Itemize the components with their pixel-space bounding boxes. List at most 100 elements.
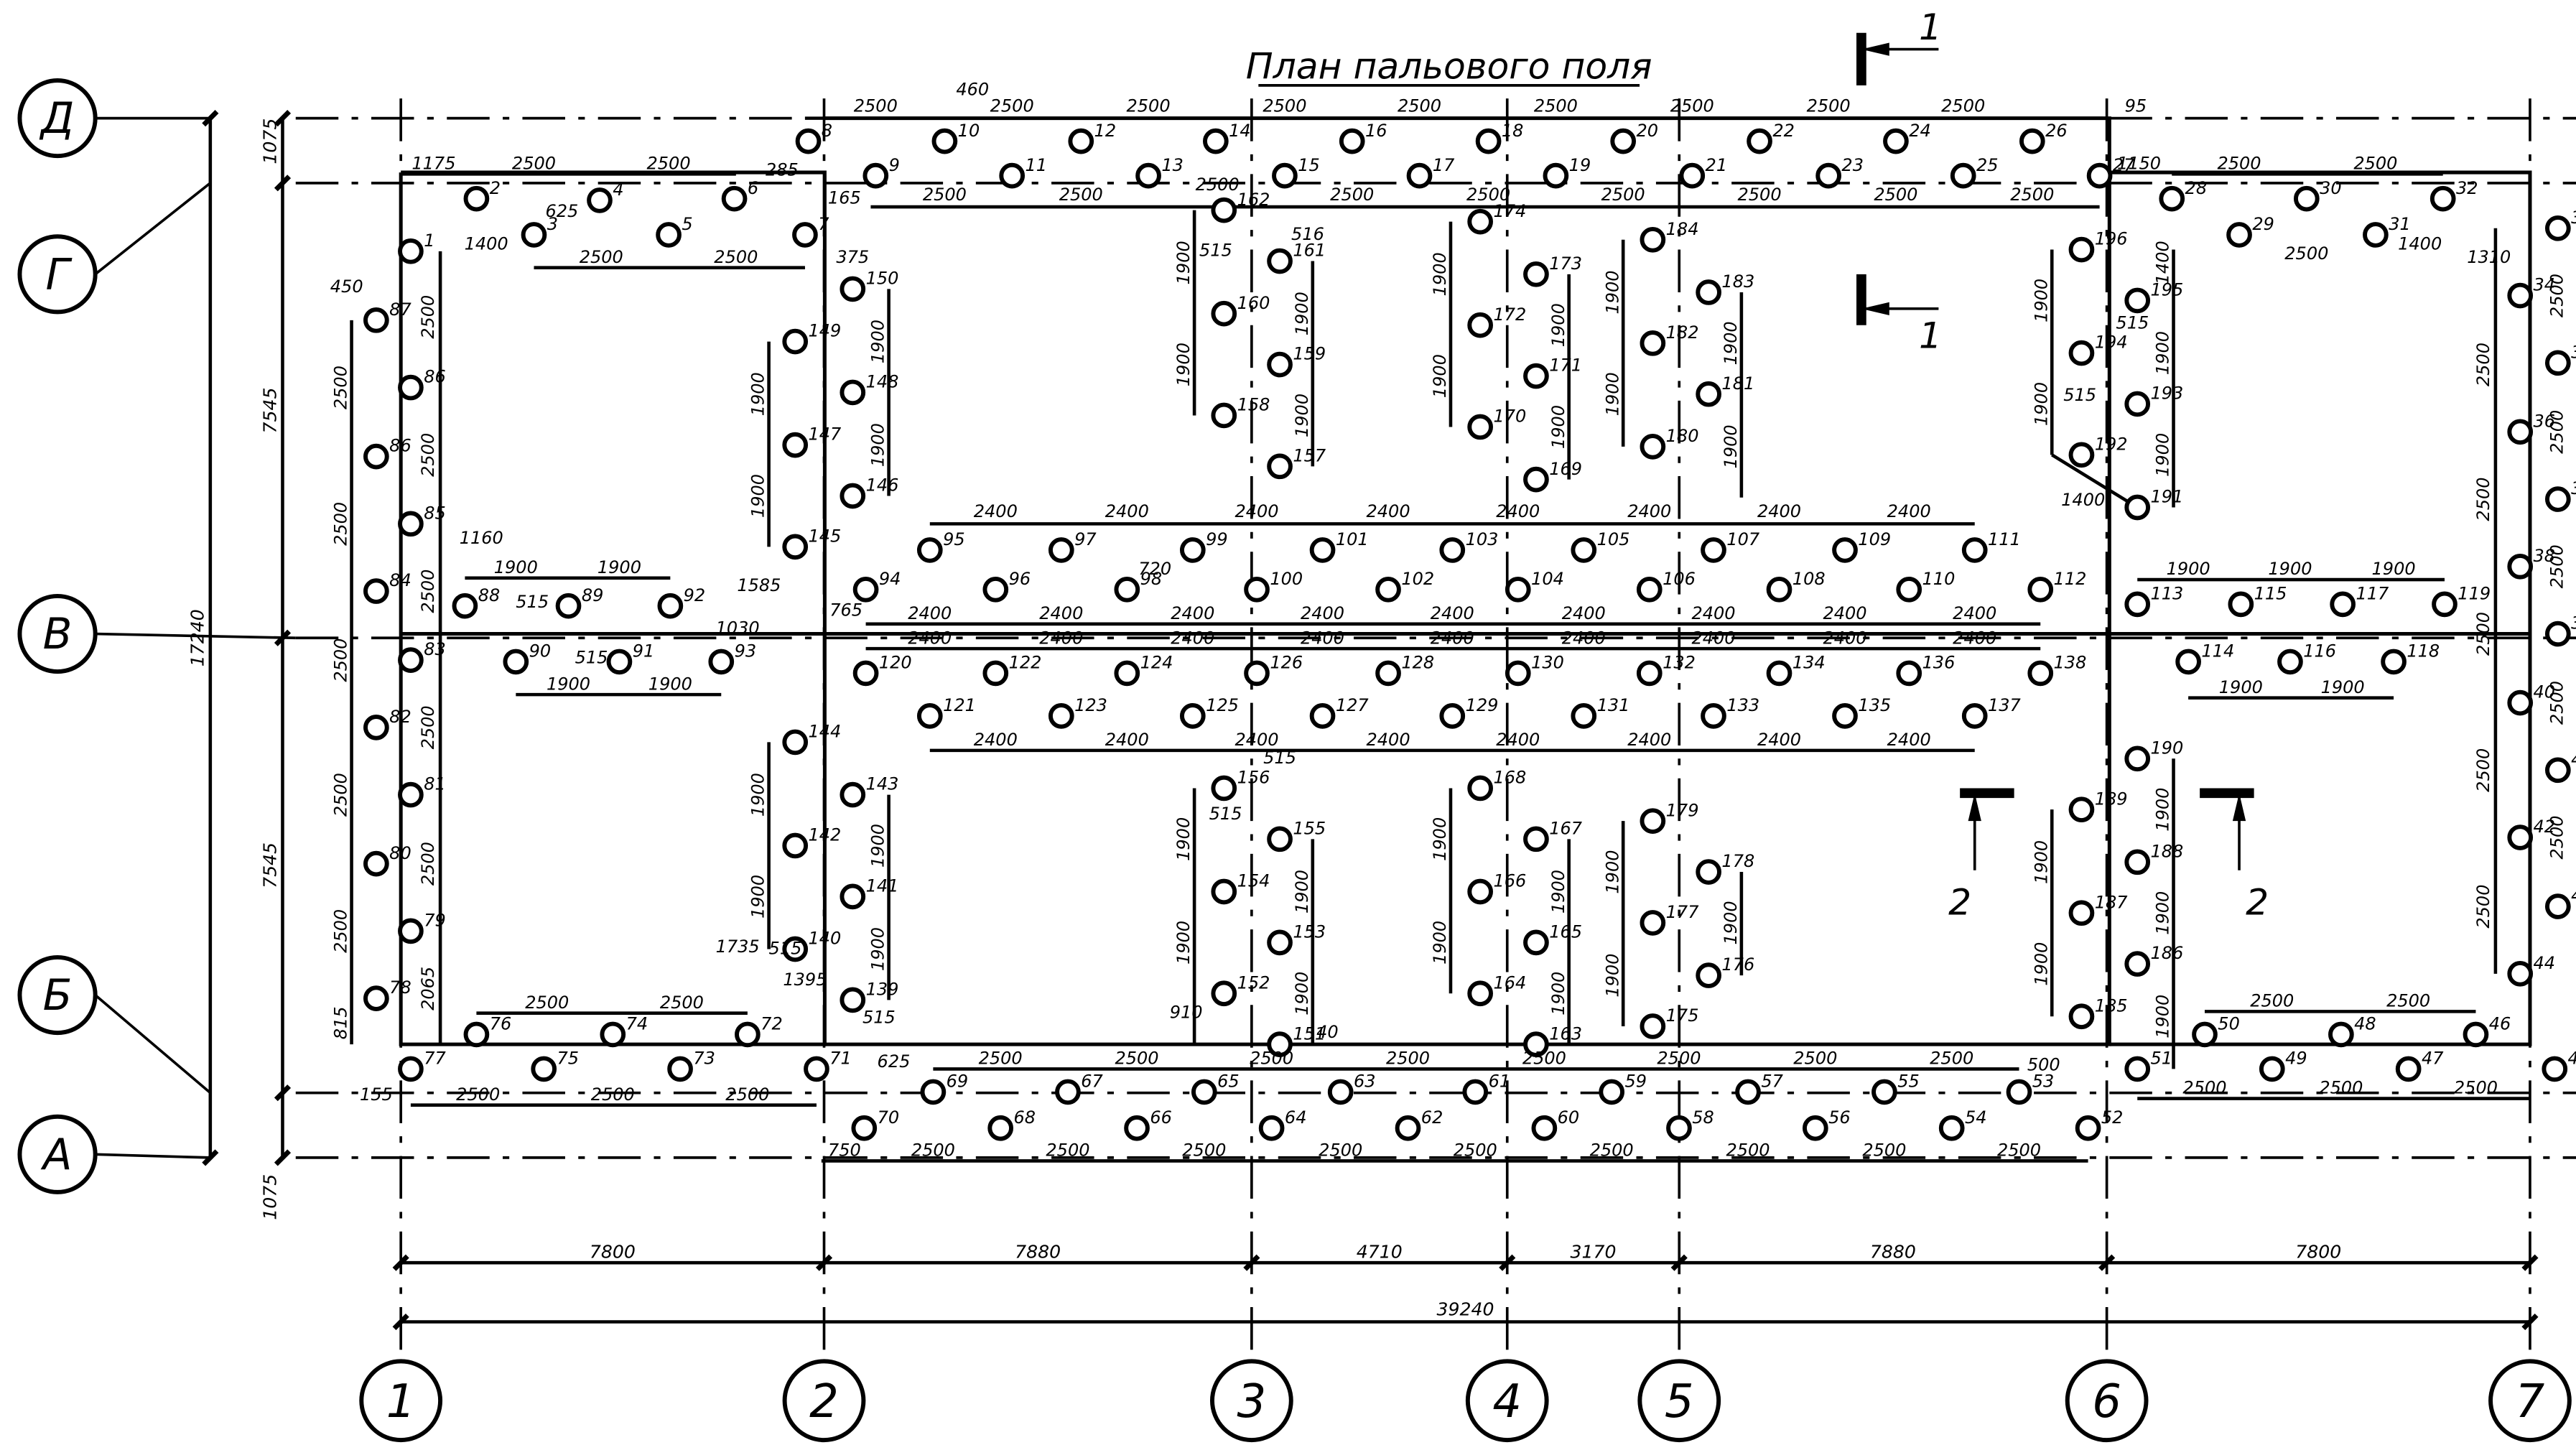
pile-number-194: 194 — [2095, 333, 2128, 353]
pile-number-29: 29 — [2252, 214, 2274, 234]
overall-dim-tick-6 — [2521, 1313, 2539, 1331]
dim-label: 2500 — [1398, 96, 1441, 116]
row-axis-leader-2 — [95, 632, 296, 640]
vertical-dim-label: 1900 — [1602, 372, 1622, 416]
pile-number-103: 103 — [1466, 529, 1499, 549]
pile-number-7: 7 — [818, 214, 829, 234]
dim-label: 2400 — [1757, 730, 1801, 750]
axis-dim-tick-6 — [2521, 1254, 2539, 1271]
pile-number-159: 159 — [1293, 344, 1326, 364]
dim-label: 2500 — [580, 247, 623, 267]
pile-18 — [1475, 128, 1502, 154]
dim-label: 2500 — [990, 96, 1034, 116]
pile-28 — [2159, 185, 2185, 212]
row-dim-label-2: 7545 — [259, 842, 280, 888]
pile-130 — [1505, 660, 1531, 687]
pile-38 — [2507, 553, 2534, 580]
row-axis-label-3: Б — [43, 971, 73, 1021]
pile-number-156: 156 — [1237, 768, 1270, 788]
pile-71 — [804, 1056, 829, 1082]
pile-number-43: 43 — [2571, 886, 2576, 906]
pile-113 — [2124, 591, 2151, 618]
pile-number-177: 177 — [1666, 902, 1700, 922]
section-1-top-label: 1 — [1919, 6, 1942, 48]
dim-label: 515 — [862, 1007, 896, 1027]
pile-number-172: 172 — [1493, 305, 1526, 325]
pile-number-25: 25 — [1976, 155, 1999, 175]
dim-label: 2400 — [1366, 501, 1410, 521]
dim-label: 2400 — [1301, 603, 1344, 623]
row-dim-tick-0 — [274, 110, 292, 127]
vertical-dim-label: 1900 — [2031, 279, 2051, 322]
axis-dim-tick-5 — [2098, 1254, 2116, 1271]
pile-136 — [1896, 660, 1922, 687]
pile-72 — [735, 1021, 761, 1048]
dim-label: 515 — [1209, 804, 1242, 824]
pile-number-146: 146 — [866, 475, 899, 496]
pile-number-37: 37 — [2571, 478, 2576, 498]
vertical-dim-label: 1900 — [748, 875, 768, 919]
column-axis-bubble-5 — [2065, 1359, 2149, 1443]
dim-label: 1900 — [494, 557, 538, 577]
dim-label: 2500 — [2010, 185, 2054, 205]
pile-number-123: 123 — [1074, 695, 1107, 715]
vertical-dim-label: 1900 — [868, 927, 888, 971]
pile-86 — [363, 443, 389, 470]
pile-50 — [2192, 1021, 2218, 1048]
dim-label: 2400 — [1691, 628, 1735, 648]
pile-87 — [363, 307, 389, 333]
pile-187 — [2068, 900, 2095, 926]
pile-177 — [1640, 910, 1666, 936]
dim-label: 2500 — [1330, 185, 1374, 205]
section-2-right-label: 2 — [2246, 881, 2269, 924]
dim-label: 500 — [2027, 1055, 2060, 1075]
pile-number-152: 152 — [1237, 972, 1270, 993]
pile-117 — [2330, 591, 2356, 618]
pile-number-4: 4 — [613, 180, 623, 200]
dim-label: 2500 — [2454, 1078, 2498, 1098]
vertical-dim-label: 1900 — [1602, 850, 1622, 894]
vertical-dim-label: 1900 — [1721, 424, 1741, 468]
row-dim-tick-4 — [274, 1149, 292, 1166]
pile-116 — [2277, 649, 2303, 675]
row-dim-label-1: 7545 — [259, 388, 280, 434]
pile-163 — [1523, 1031, 1549, 1057]
pile-number-22: 22 — [1772, 121, 1795, 141]
pile-15 — [1272, 162, 1298, 189]
pile-number-57: 57 — [1761, 1072, 1783, 1092]
pile-number-8: 8 — [822, 121, 832, 141]
dim-label: 2500 — [1738, 185, 1782, 205]
vertical-dim-label: 1900 — [1721, 901, 1741, 944]
dim-label: 1900 — [2268, 559, 2312, 579]
pile-79 — [398, 918, 424, 944]
vertical-dim-label: 1900 — [1548, 405, 1568, 449]
dim-label: 2500 — [1115, 1049, 1158, 1069]
pile-95 — [916, 537, 943, 563]
dim-label: 515 — [2063, 385, 2096, 405]
section-2-left-label: 2 — [1948, 881, 1971, 924]
dim-label: 1160 — [460, 528, 503, 548]
pile-158 — [1211, 402, 1237, 429]
pile-52 — [2075, 1115, 2101, 1141]
dim-label: 2400 — [1431, 603, 1474, 623]
axis-dim-tick-3 — [1499, 1254, 1516, 1271]
pile-78 — [363, 985, 389, 1011]
row-axis-bubble-3 — [17, 954, 98, 1036]
pile-92 — [657, 593, 684, 619]
pile-170 — [1467, 414, 1493, 440]
pile-108 — [1766, 576, 1792, 603]
pile-60 — [1531, 1115, 1558, 1141]
pile-number-133: 133 — [1726, 695, 1759, 715]
pile-184 — [1640, 226, 1666, 253]
pile-66 — [1124, 1115, 1150, 1141]
dim-label: 2400 — [1496, 501, 1540, 521]
pile-number-64: 64 — [1285, 1107, 1307, 1128]
pile-74 — [600, 1021, 626, 1048]
dim-label: 2500 — [2284, 243, 2328, 264]
pile-number-9: 9 — [889, 155, 900, 175]
pile-56 — [1802, 1115, 1828, 1141]
pile-8 — [795, 128, 822, 154]
pile-67 — [1055, 1079, 1081, 1105]
pile-76 — [463, 1021, 490, 1048]
overall-row-dim-tick-4 — [202, 1149, 219, 1166]
